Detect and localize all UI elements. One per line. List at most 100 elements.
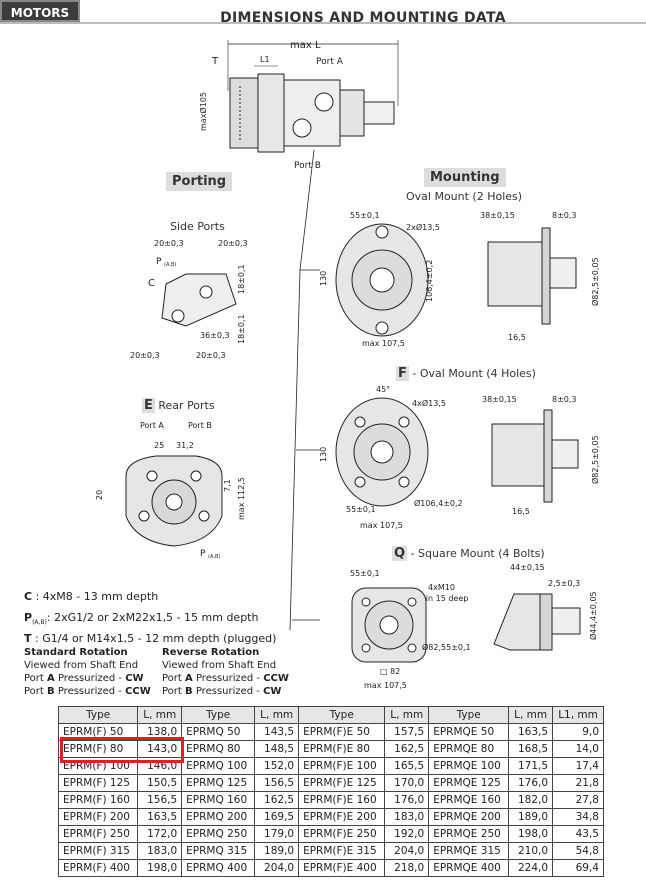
type-cell: EPRMQ 100	[181, 757, 256, 775]
value-cell: 183,0	[137, 842, 183, 860]
square-title: Q - Square Mount (4 Bolts)	[392, 546, 545, 561]
type-cell: EPRM(F)E 160	[298, 791, 386, 809]
value-cell: 182,0	[508, 791, 554, 809]
svg-text:55±0,1: 55±0,1	[350, 569, 380, 578]
svg-text:Ø82,5±0,05: Ø82,5±0,05	[590, 257, 600, 306]
svg-text:Ø82,55±0,1: Ø82,55±0,1	[422, 642, 471, 652]
svg-text:Port A: Port A	[140, 421, 164, 430]
value-cell: 176,0	[384, 791, 430, 809]
svg-text:8±0,3: 8±0,3	[552, 211, 577, 220]
type-cell: EPRM(F) 400	[57, 859, 139, 877]
svg-text:(A,B): (A,B)	[208, 554, 220, 560]
value-cell: 143,5	[254, 723, 300, 741]
type-cell: EPRMQ 125	[181, 774, 256, 792]
svg-text:□ 82: □ 82	[380, 667, 400, 676]
reverse-rotation: Reverse Rotation Viewed from Shaft End P…	[162, 647, 289, 697]
motor-side-view-drawing: max L L1 T Port A maxØ105 Port B	[198, 40, 399, 171]
value-cell: 150,5	[137, 774, 183, 792]
type-cell: EPRMQ 80	[181, 740, 256, 758]
svg-text:7,1: 7,1	[223, 479, 232, 492]
svg-text:Port B: Port B	[188, 421, 212, 430]
value-cell: 172,0	[137, 825, 183, 843]
svg-text:2xØ13,5: 2xØ13,5	[406, 222, 440, 232]
svg-text:min 15 deep: min 15 deep	[418, 594, 468, 603]
value-cell: 162,5	[254, 791, 300, 809]
type-cell: EPRM(F)E 50	[298, 723, 386, 741]
type-cell: EPRMQE 250	[428, 825, 510, 843]
svg-text:20±0,3: 20±0,3	[130, 351, 160, 360]
type-cell: EPRMQE 80	[428, 740, 510, 758]
value-cell: 69,4	[552, 859, 604, 877]
port-a-label: Port A	[316, 57, 344, 67]
type-cell: EPRMQ 50	[181, 723, 256, 741]
oval2-title: Oval Mount (2 Holes)	[406, 190, 523, 203]
col-type-3: Type	[298, 706, 386, 724]
value-cell: 189,0	[508, 808, 554, 826]
svg-text:max 107,5: max 107,5	[360, 521, 403, 530]
col-l-3: L, mm	[384, 706, 430, 724]
svg-text:55±0,1: 55±0,1	[346, 505, 376, 514]
value-cell: 17,4	[552, 757, 604, 775]
svg-text:2,5±0,3: 2,5±0,3	[548, 579, 580, 588]
svg-text:130: 130	[319, 271, 328, 286]
oval4-side-drawing: 38±0,15 8±0,3 Ø82,5±0,05 16,5	[482, 395, 600, 516]
type-cell: EPRMQ 250	[181, 825, 256, 843]
col-type-1: Type	[57, 706, 139, 724]
svg-text:P: P	[200, 549, 206, 559]
oval2-front-drawing: 55±0,1 2xØ13,5 130 106,4±0,2 max 107,5	[319, 211, 440, 348]
value-cell: 192,0	[384, 825, 430, 843]
value-cell: 198,0	[508, 825, 554, 843]
svg-text:36±0,3: 36±0,3	[200, 331, 230, 340]
svg-text:(A,B): (A,B)	[164, 262, 176, 268]
header-rule	[0, 22, 646, 24]
svg-text:20±0,3: 20±0,3	[196, 351, 226, 360]
svg-text:4xM10: 4xM10	[428, 583, 455, 592]
oval2-side-drawing: 38±0,15 8±0,3 Ø82,5±0,05 16,5	[480, 211, 600, 342]
note-p: P(A,B): 2xG1/2 or 2xM22x1,5 - 15 mm dept…	[24, 611, 259, 627]
svg-text:38±0,15: 38±0,15	[482, 395, 517, 404]
svg-text:16,5: 16,5	[512, 507, 530, 516]
type-cell: EPRMQ 160	[181, 791, 256, 809]
value-cell: 162,5	[384, 740, 430, 758]
type-cell: EPRM(F) 80	[57, 740, 139, 758]
svg-text:P: P	[156, 257, 162, 267]
max-l-label: max L	[290, 40, 321, 51]
svg-text:18±0,1: 18±0,1	[237, 264, 246, 294]
type-cell: EPRMQE 160	[428, 791, 510, 809]
col-type-4: Type	[428, 706, 510, 724]
page-title: DIMENSIONS AND MOUNTING DATA	[220, 10, 506, 26]
type-cell: EPRM(F)E 200	[298, 808, 386, 826]
type-cell: EPRMQE 315	[428, 842, 510, 860]
value-cell: 170,0	[384, 774, 430, 792]
type-cell: EPRM(F) 100	[57, 757, 139, 775]
table-header-row: Type L, mm Type L, mm Type L, mm Type L,…	[57, 706, 604, 724]
type-cell: EPRMQE 125	[428, 774, 510, 792]
svg-text:max 107,5: max 107,5	[364, 681, 407, 690]
type-cell: EPRM(F) 200	[57, 808, 139, 826]
side-ports-drawing: 20±0,3 20±0,3 P (A,B) C 18±0,1 18±0,1 36…	[130, 239, 248, 360]
svg-text:31,2: 31,2	[176, 441, 194, 450]
value-cell: 218,0	[384, 859, 430, 877]
col-l1: L1, mm	[552, 706, 604, 724]
svg-text:25: 25	[154, 441, 164, 450]
value-cell: 183,0	[384, 808, 430, 826]
svg-text:max 107,5: max 107,5	[362, 339, 405, 348]
svg-text:4xØ13,5: 4xØ13,5	[412, 398, 446, 408]
col-l-2: L, mm	[254, 706, 300, 724]
type-cell: EPRMQ 400	[181, 859, 256, 877]
port-b-label: Port B	[294, 161, 321, 171]
max105-label: maxØ105	[198, 92, 208, 131]
value-cell: 156,5	[137, 791, 183, 809]
square-front-drawing: 55±0,1 4xM10 min 15 deep Ø82,55±0,1 □ 82…	[350, 569, 471, 690]
svg-text:20±0,3: 20±0,3	[218, 239, 248, 248]
value-cell: 143,0	[137, 740, 183, 758]
standard-rotation: Standard Rotation Viewed from Shaft End …	[24, 647, 151, 697]
col-l-4: L, mm	[508, 706, 554, 724]
value-cell: 168,5	[508, 740, 554, 758]
value-cell: 157,5	[384, 723, 430, 741]
